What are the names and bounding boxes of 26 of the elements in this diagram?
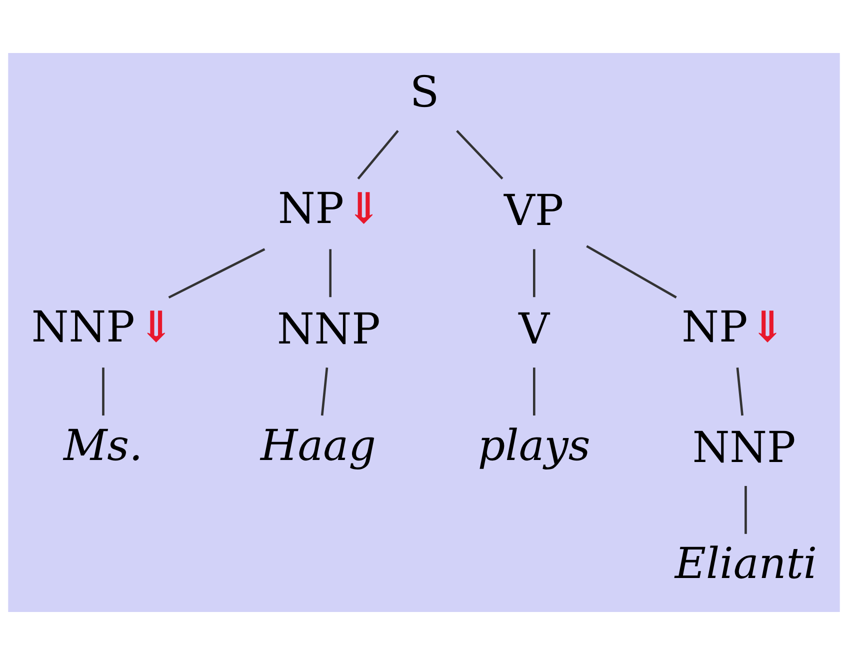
node-text: VP	[504, 186, 564, 236]
node-text: Ms.	[63, 420, 143, 471]
node-label: ⇓	[138, 302, 174, 352]
connector	[456, 130, 504, 180]
node-text: Elianti	[674, 539, 818, 590]
connector	[102, 368, 104, 416]
connector	[168, 248, 266, 299]
node-text: S	[410, 68, 440, 118]
connector	[320, 367, 328, 416]
connector	[357, 130, 399, 180]
node-label: ⇓	[750, 302, 786, 352]
node-text: NP	[682, 302, 748, 352]
node-text: V	[518, 304, 550, 354]
node-label: ⇓	[346, 184, 382, 234]
connector	[744, 486, 747, 534]
node-text: NP	[278, 184, 344, 234]
connector	[532, 368, 536, 416]
node-text: NNP	[692, 422, 796, 473]
connector	[586, 245, 677, 298]
node-text: plays	[478, 420, 590, 471]
connector	[329, 249, 332, 298]
node-text: NNP	[276, 304, 380, 354]
connector	[736, 367, 744, 416]
connector	[532, 249, 536, 298]
node-text: Haag	[260, 420, 376, 471]
node-text: NNP	[31, 302, 135, 352]
